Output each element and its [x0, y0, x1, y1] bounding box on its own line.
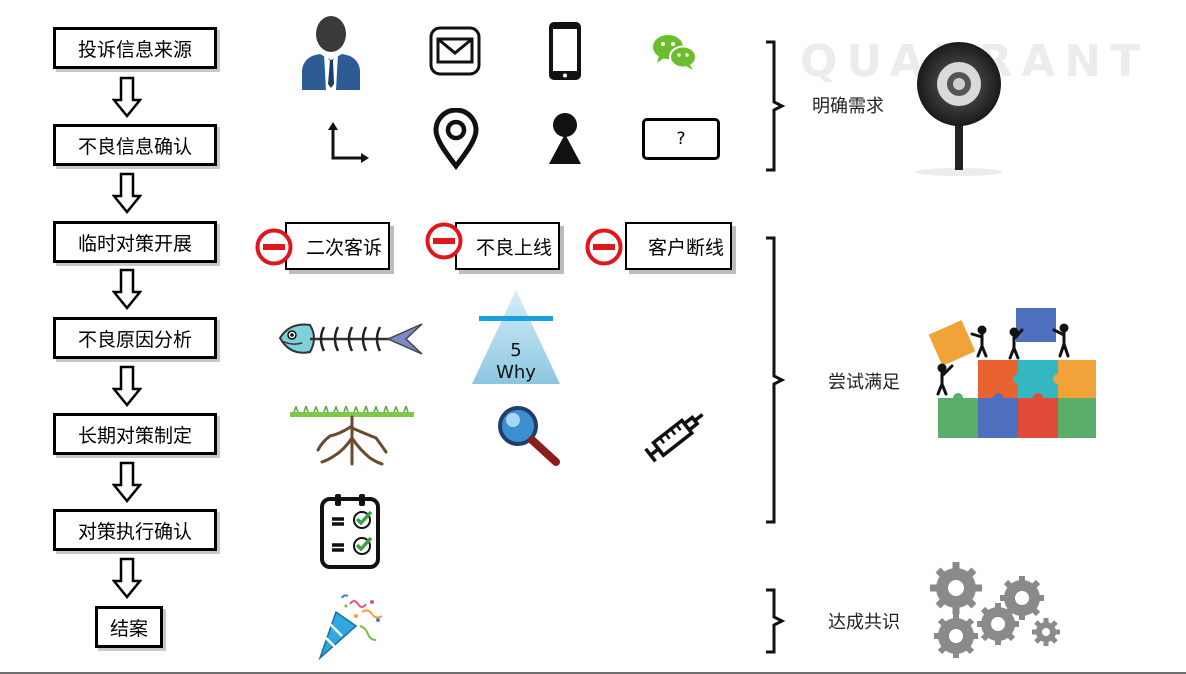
step-close-case: 结案 — [95, 606, 163, 648]
no-entry-icon — [255, 228, 293, 266]
question-box: ? — [642, 118, 720, 160]
down-arrow-icon — [112, 268, 142, 310]
step-complaint-source: 投诉信息来源 — [53, 27, 217, 69]
measure-defect-online: 不良上线 — [455, 222, 560, 270]
down-arrow-icon — [112, 76, 142, 118]
bracket-attempt — [766, 236, 786, 524]
keyhole-person-icon — [549, 113, 581, 164]
phase-clarify-needs: 明确需求 — [812, 96, 884, 117]
step-defect-confirm: 不良信息确认 — [53, 124, 217, 166]
puzzle-teamwork-icon — [928, 308, 1096, 438]
fishbone-icon — [278, 323, 423, 355]
down-arrow-icon — [112, 557, 142, 599]
phase-try-satisfy: 尝试满足 — [828, 372, 900, 393]
step-root-cause: 不良原因分析 — [53, 317, 217, 359]
person-icon — [302, 16, 360, 90]
mail-icon — [429, 26, 481, 76]
location-pin-icon — [433, 108, 479, 170]
bottom-divider — [0, 672, 1186, 674]
magnifier-icon — [498, 406, 560, 466]
gears-icon — [930, 562, 1060, 658]
root-icon — [290, 406, 414, 466]
wechat-icon — [653, 35, 697, 70]
bracket-clarify — [766, 40, 786, 172]
phase-reach-consensus: 达成共识 — [828, 612, 900, 633]
bracket-consensus — [766, 588, 786, 654]
syringe-icon — [644, 413, 704, 463]
megaphone-icon — [915, 42, 1003, 176]
down-arrow-icon — [112, 461, 142, 503]
down-arrow-icon — [112, 365, 142, 407]
down-arrow-icon — [112, 172, 142, 214]
measure-secondary-complaint: 二次客诉 — [285, 222, 390, 270]
party-popper-icon — [318, 594, 383, 661]
axis-icon — [328, 122, 369, 163]
step-long-term-measure: 长期对策制定 — [53, 413, 217, 455]
step-execution-confirm: 对策执行确认 — [53, 509, 217, 551]
step-temporary-measure: 临时对策开展 — [53, 221, 217, 263]
no-entry-icon — [425, 222, 463, 260]
no-entry-icon — [585, 228, 623, 266]
measure-customer-line-stop: 客户断线 — [625, 222, 732, 270]
five-why-pyramid — [472, 290, 560, 384]
phone-icon — [549, 22, 581, 80]
checklist-icon — [320, 494, 380, 569]
